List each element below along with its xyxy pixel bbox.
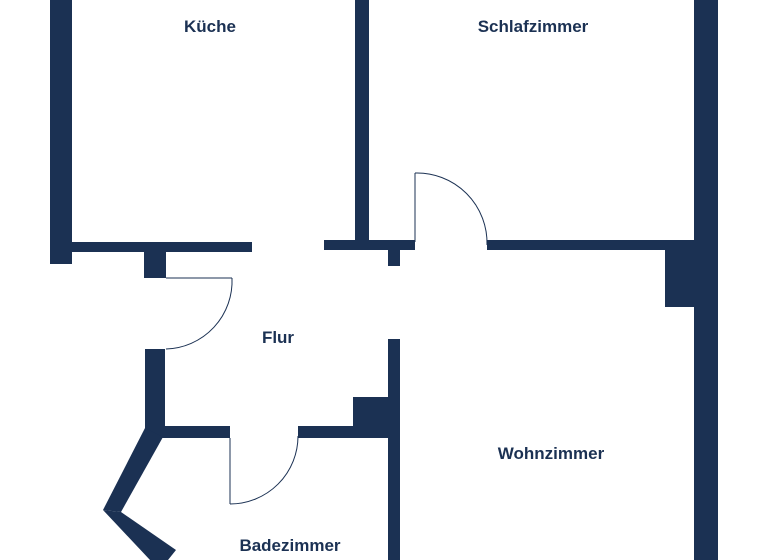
wall-kitchen-bedroom xyxy=(355,0,369,250)
wall-stub-center xyxy=(388,250,400,266)
wall-left-upper xyxy=(50,0,72,264)
wall-hall-left-lower xyxy=(145,349,165,436)
room-label-badezimmer: Badezimmer xyxy=(239,536,340,555)
wall-bath-top-left xyxy=(145,426,230,438)
wall-bath-diagonal-lower xyxy=(103,510,176,560)
door-kitchen-flur xyxy=(165,277,233,350)
wall-bath-pillar xyxy=(353,397,390,438)
wall-right xyxy=(694,0,718,560)
door-bathroom xyxy=(229,435,299,505)
room-label-flur: Flur xyxy=(262,328,294,347)
door-bedroom xyxy=(414,172,488,246)
wall-living-left xyxy=(388,339,400,560)
wall-kitchen-bottom xyxy=(50,242,252,252)
room-label-schlafzimmer: Schlafzimmer xyxy=(478,17,589,36)
wall-bedroom-bottom-right xyxy=(487,240,697,250)
wall-pillar-right xyxy=(665,250,695,307)
wall-bath-diagonal xyxy=(103,428,163,512)
room-label-wohnzimmer: Wohnzimmer xyxy=(498,444,605,463)
wall-bedroom-bottom-left xyxy=(324,240,415,250)
wall-hall-left-stub xyxy=(144,252,166,278)
room-label-kueche: Küche xyxy=(184,17,236,36)
